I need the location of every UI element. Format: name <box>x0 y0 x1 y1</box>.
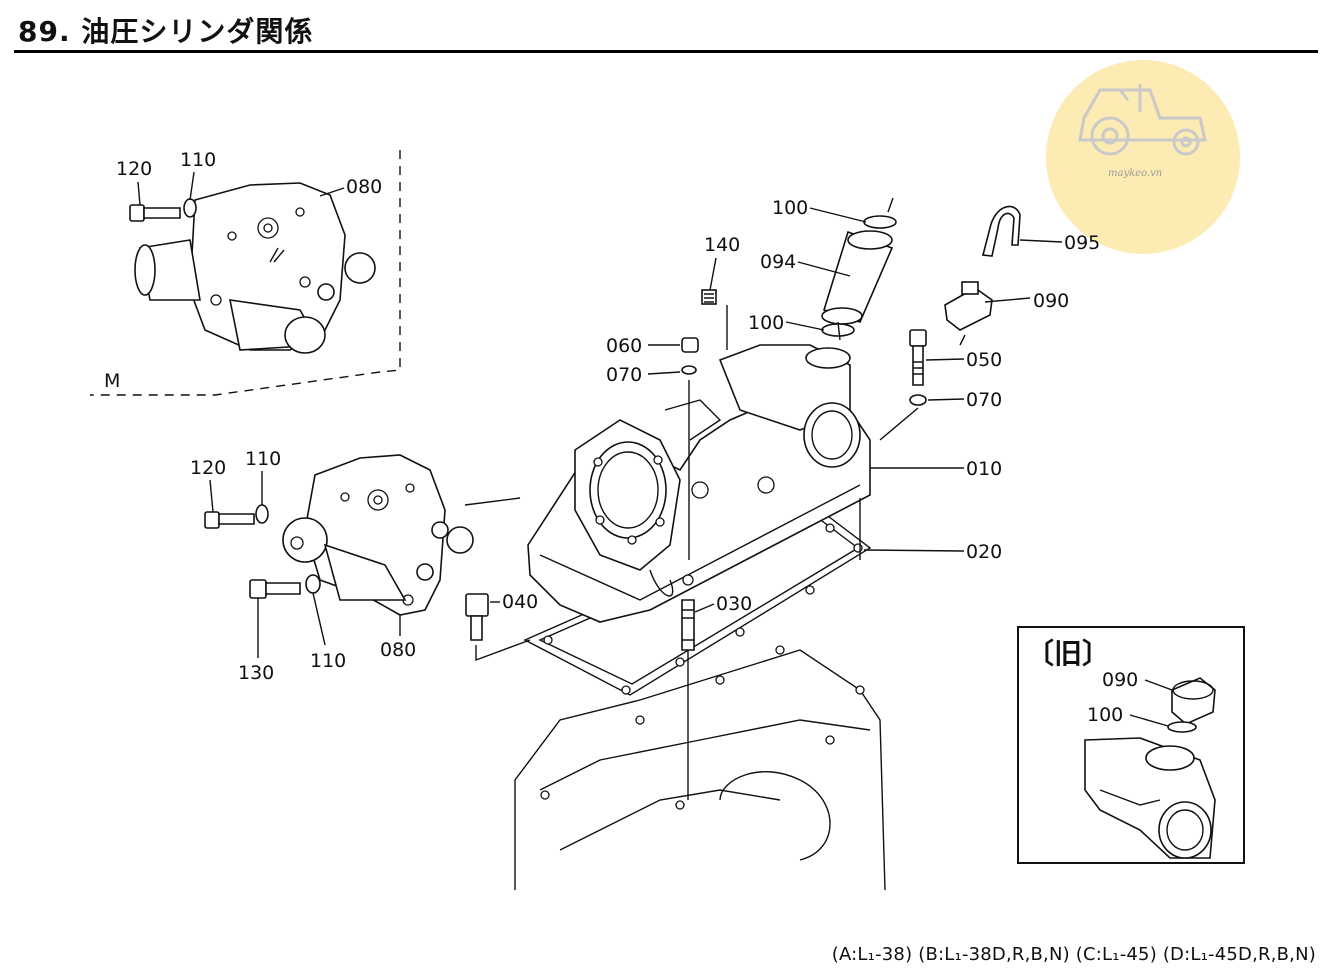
old-type-detail <box>1084 677 1216 859</box>
leader-100-upper <box>809 207 867 223</box>
leader-095 <box>1019 239 1063 243</box>
stud-030 <box>681 599 695 651</box>
callout-140: 140 <box>704 234 740 256</box>
callout-050: 050 <box>966 349 1002 371</box>
guide-line-050 <box>879 407 919 441</box>
callout-040: 040 <box>502 591 538 613</box>
leader-100-lower <box>785 321 825 331</box>
leader-080-m <box>319 187 345 197</box>
page-title: 89. 油圧シリンダ関係 <box>18 15 314 48</box>
callout-100-old: 100 <box>1087 704 1123 726</box>
callout-060: 060 <box>606 335 642 357</box>
leader-050 <box>925 358 965 361</box>
valve-block-080 <box>282 454 474 616</box>
callout-090-old: 090 <box>1102 669 1138 691</box>
callout-010: 010 <box>966 458 1002 480</box>
callout-110: 110 <box>245 448 281 470</box>
transmission-case <box>514 645 886 891</box>
bolt-120 <box>204 511 255 529</box>
callout-120: 120 <box>190 457 226 479</box>
callout-095: 095 <box>1064 232 1100 254</box>
leader-140 <box>709 257 717 291</box>
model-applicability-footer: (A:L₁-38) (B:L₁-38D,R,B,N) (C:L₁-45) (D:… <box>831 944 1316 965</box>
watermark-logo-icon <box>1046 60 1240 254</box>
washer-070 <box>681 365 697 375</box>
pipe-094 <box>821 230 894 325</box>
tractor-icon <box>1078 84 1207 156</box>
washer-110-lower <box>305 574 321 594</box>
title-underline <box>14 50 1318 53</box>
breather-pipe-095 <box>981 205 1021 257</box>
o-ring-100-upper <box>863 215 897 229</box>
leader-070 <box>647 371 681 375</box>
callout-020: 020 <box>966 541 1002 563</box>
leader-110-lower <box>312 592 326 646</box>
bolt-130 <box>249 579 301 599</box>
leader-090 <box>984 297 1031 303</box>
leader-100-old <box>1129 714 1169 727</box>
callout-120-m: 120 <box>116 158 152 180</box>
bolt-040 <box>465 593 489 641</box>
leader-120 <box>209 479 214 513</box>
dashed-region-m <box>90 150 401 396</box>
washer-110-m <box>183 198 197 218</box>
leader-030 <box>694 603 715 613</box>
leader-110-m <box>189 171 195 201</box>
cylinder-case-010 <box>527 344 871 623</box>
watermark-text: maykeo.vn <box>1108 168 1163 179</box>
nut-060 <box>681 337 699 353</box>
callout-090: 090 <box>1033 290 1069 312</box>
callout-070: 070 <box>606 364 642 386</box>
callout-080: 080 <box>380 639 416 661</box>
callout-070-right: 070 <box>966 389 1002 411</box>
old-type-inset-frame <box>1017 626 1245 864</box>
bolt-120-m <box>129 204 181 222</box>
plug-140 <box>701 289 717 305</box>
callout-110-lower: 110 <box>310 650 346 672</box>
leader-090-old <box>1144 679 1173 691</box>
old-type-label: 〔旧〕 <box>1026 637 1111 670</box>
callout-094: 094 <box>760 251 796 273</box>
callout-080-m: 080 <box>346 176 382 198</box>
leader-120-m <box>137 181 141 206</box>
washer-070-right <box>909 394 927 406</box>
leader-020 <box>863 549 965 552</box>
guide-line-cap <box>959 334 966 346</box>
breather-cap-090 <box>944 281 993 331</box>
callout-m: M <box>104 370 120 392</box>
leader-070-right <box>927 398 965 401</box>
washer-110 <box>255 504 269 524</box>
callout-110-m: 110 <box>180 149 216 171</box>
callout-100-lower: 100 <box>748 312 784 334</box>
guide-line-pipe-top <box>887 197 894 213</box>
bolt-050 <box>909 329 927 386</box>
valve-block-m <box>134 182 376 354</box>
flow-line <box>464 497 521 506</box>
guide-line-pipe <box>837 321 841 341</box>
guide-line-040 <box>475 639 531 662</box>
callout-100-upper: 100 <box>772 197 808 219</box>
callout-130: 130 <box>238 662 274 684</box>
leader-094 <box>797 261 851 277</box>
callout-030: 030 <box>716 593 752 615</box>
